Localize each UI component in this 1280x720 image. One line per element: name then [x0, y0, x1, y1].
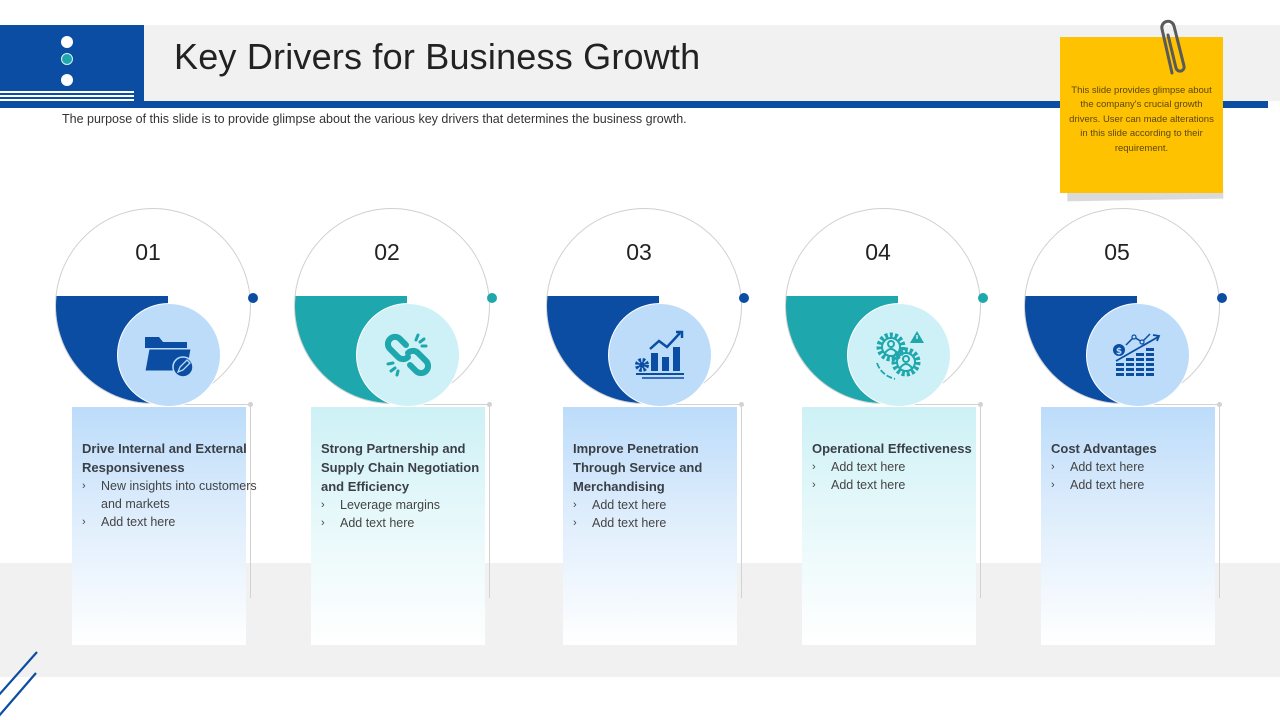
growth-chart-gear-icon [608, 303, 712, 407]
decorative-line [0, 91, 134, 93]
connector-line [250, 404, 251, 598]
bullet-item: ›Add text here [573, 516, 667, 530]
bullet-item: ›Add text here [321, 516, 415, 530]
driver-panel [563, 407, 737, 645]
dollar-growth-bars-icon: $ [1086, 303, 1190, 407]
header-accent-block [0, 25, 144, 101]
chevron-right-icon: › [1051, 479, 1055, 491]
page-title: Key Drivers for Business Growth [174, 36, 701, 77]
driver-text: Strong Partnership and Supply Chain Nego… [321, 439, 501, 532]
connector-dot [487, 402, 492, 407]
connector-line [165, 404, 251, 405]
broken-link-icon [356, 303, 460, 407]
sticky-note-text: This slide provides glimpse about the co… [1069, 84, 1214, 154]
driver-title: Cost Advantages [1051, 441, 1157, 456]
svg-text:$: $ [1116, 347, 1122, 357]
driver-panel [72, 407, 246, 645]
driver-number: 05 [1104, 239, 1130, 265]
driver-number: 04 [865, 239, 891, 265]
ring-endcap-dot [248, 293, 258, 303]
connector-line [489, 404, 490, 598]
decorative-line [0, 95, 134, 97]
ring-endcap-dot [1217, 293, 1227, 303]
chevron-right-icon: › [82, 516, 86, 528]
chevron-right-icon: › [1051, 461, 1055, 473]
sticky-note: This slide provides glimpse about the co… [1060, 37, 1223, 193]
driver-title: Improve Penetration Through Service and … [573, 441, 703, 494]
connector-line [1134, 404, 1220, 405]
connector-dot [1217, 402, 1222, 407]
chevron-right-icon: › [321, 499, 325, 511]
folder-edit-icon [117, 303, 221, 407]
connector-dot [248, 402, 253, 407]
driver-panel [311, 407, 485, 645]
bullet-item: ›Add text here [1051, 478, 1145, 492]
driver-title: Strong Partnership and Supply Chain Nego… [321, 441, 480, 494]
driver-text: Improve Penetration Through Service and … [573, 439, 753, 532]
driver-title: Operational Effectiveness [812, 441, 972, 456]
connector-dot [978, 402, 983, 407]
chevron-right-icon: › [321, 517, 325, 529]
driver-text: Cost Advantages ›Add text here ›Add text… [1051, 439, 1231, 494]
dot-icon [61, 74, 73, 86]
connector-line [980, 404, 981, 598]
title-underline-bar [0, 101, 1268, 108]
connector-line [656, 404, 742, 405]
connector-line [741, 404, 742, 598]
chevron-right-icon: › [573, 517, 577, 529]
bullet-item: ›Add text here [573, 498, 667, 512]
connector-line [1219, 404, 1220, 598]
connector-line [404, 404, 490, 405]
ring-endcap-dot [978, 293, 988, 303]
ring-endcap-dot [739, 293, 749, 303]
chevron-right-icon: › [573, 499, 577, 511]
decorative-line [0, 99, 134, 101]
driver-text: Operational Effectiveness ›Add text here… [812, 439, 992, 494]
connector-line [895, 404, 981, 405]
driver-bullets: ›Add text here ›Add text here [573, 496, 753, 532]
bullet-item: ›Add text here [82, 515, 176, 529]
bullet-item: ›Add text here [812, 478, 906, 492]
driver-number: 01 [135, 239, 161, 265]
bullet-item: ›Add text here [812, 460, 906, 474]
driver-card-05: 05 $ Cost Advantages ›Ad [1024, 205, 1264, 650]
bullet-item: ›Add text here [1051, 460, 1145, 474]
driver-number: 03 [626, 239, 652, 265]
driver-number: 02 [374, 239, 400, 265]
driver-bullets: ›Leverage margins ›Add text here [321, 496, 501, 532]
chevron-right-icon: › [812, 479, 816, 491]
bullet-item: ›New insights into customers and markets [82, 479, 257, 511]
dot-icon [61, 53, 73, 65]
driver-bullets: ›Add text here ›Add text here [1051, 458, 1231, 494]
driver-panel [1041, 407, 1215, 645]
driver-panel [802, 407, 976, 645]
decorative-slash-icon [0, 651, 38, 717]
driver-text: Drive Internal and External Responsivene… [82, 439, 262, 531]
driver-card-03: 03 Improve Penetration Through Service a… [546, 205, 786, 650]
people-gears-warning-icon [847, 303, 951, 407]
ring-endcap-dot [487, 293, 497, 303]
driver-bullets: ›Add text here ›Add text here [812, 458, 992, 494]
chevron-right-icon: › [812, 461, 816, 473]
dot-icon [61, 36, 73, 48]
bullet-item: ›Leverage margins [321, 498, 441, 512]
driver-bullets: ›New insights into customers and markets… [82, 477, 262, 531]
chevron-right-icon: › [82, 480, 86, 492]
driver-card-01: 01 Drive Internal and External Responsiv… [55, 205, 295, 650]
driver-card-02: 02 Strong Partnership and Supply Chain N… [294, 205, 534, 650]
paperclip-icon [1160, 19, 1186, 75]
connector-dot [739, 402, 744, 407]
driver-title: Drive Internal and External Responsivene… [82, 441, 247, 475]
driver-card-04: 04 Operational Effectiveness ›Add text h… [785, 205, 1025, 650]
page-subtitle: The purpose of this slide is to provide … [62, 112, 687, 126]
